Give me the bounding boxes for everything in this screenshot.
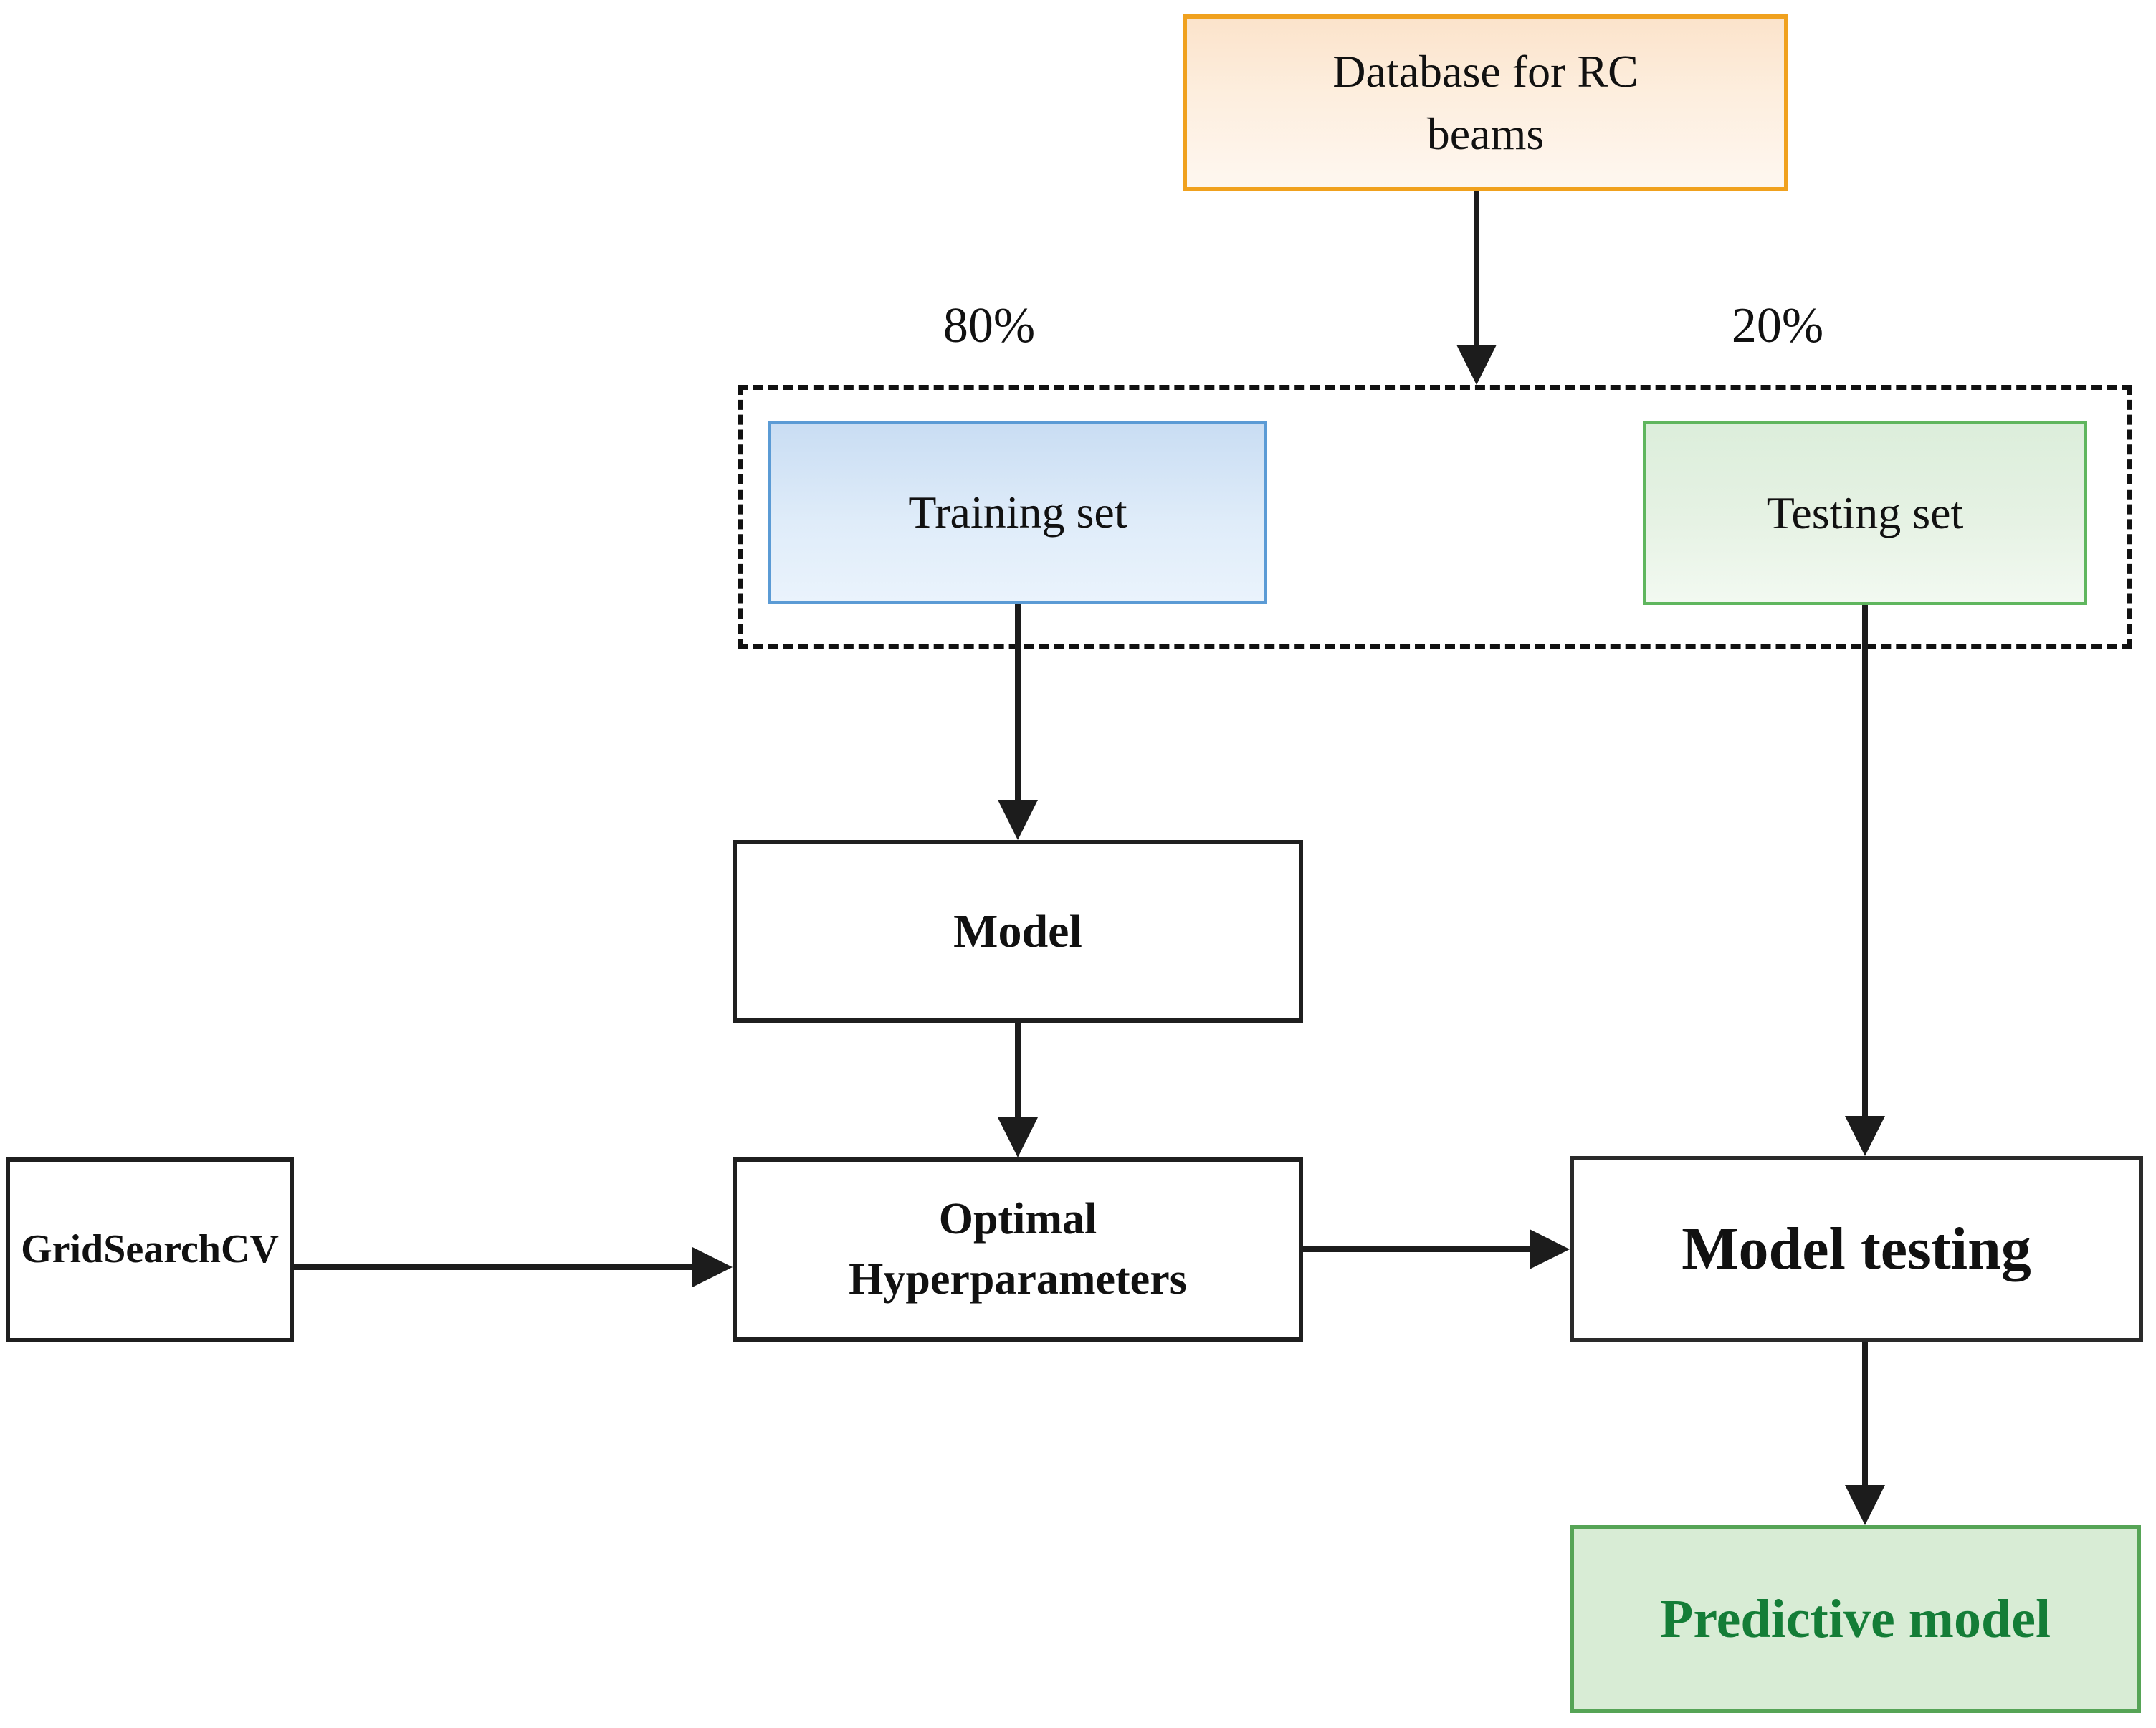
arrow-testing-to-modeltesting-line <box>1862 605 1868 1122</box>
node-optimal-hyperparameters: Optimal Hyperparameters <box>733 1157 1303 1342</box>
arrow-optimal-to-modeltesting-head-icon <box>1530 1229 1570 1269</box>
arrow-modeltesting-to-predictive-head-icon <box>1845 1485 1885 1525</box>
node-training-set: Training set <box>768 421 1267 604</box>
arrow-training-to-model-line <box>1015 604 1021 805</box>
arrow-optimal-to-modeltesting-line <box>1303 1246 1535 1252</box>
node-model: Model <box>733 840 1303 1023</box>
node-optimal-label: Optimal Hyperparameters <box>849 1194 1187 1304</box>
arrow-database-to-split-head-icon <box>1456 345 1497 385</box>
split-container <box>738 385 2132 649</box>
node-database-rc-beams: Database for RC beams <box>1183 14 1788 191</box>
arrow-modeltesting-to-predictive-line <box>1862 1342 1868 1491</box>
arrow-training-to-model-head-icon <box>998 800 1038 840</box>
node-testing-set: Testing set <box>1643 421 2087 605</box>
node-model-testing: Model testing <box>1570 1156 2143 1342</box>
node-testing-label: Testing set <box>1766 487 1964 538</box>
node-gridsearchcv: GridSearchCV <box>6 1157 294 1342</box>
label-test-percent: 20% <box>1731 298 1824 353</box>
node-database-label: Database for RC beams <box>1332 46 1639 159</box>
label-train-percent: 80% <box>943 298 1036 353</box>
arrow-gridsearch-to-optimal-head-icon <box>692 1247 733 1287</box>
node-model-testing-label: Model testing <box>1682 1216 2031 1283</box>
arrow-gridsearch-to-optimal-line <box>294 1264 695 1270</box>
node-predictive-label: Predictive model <box>1659 1588 2051 1649</box>
arrow-testing-to-modeltesting-head-icon <box>1845 1116 1885 1156</box>
node-predictive-model: Predictive model <box>1570 1525 2141 1713</box>
node-training-label: Training set <box>908 486 1127 538</box>
node-model-label: Model <box>953 904 1082 958</box>
arrow-database-to-split-line <box>1474 191 1479 348</box>
arrow-model-to-optimal-head-icon <box>998 1117 1038 1157</box>
arrow-model-to-optimal-line <box>1015 1023 1021 1123</box>
node-gridsearchcv-label: GridSearchCV <box>21 1227 279 1272</box>
